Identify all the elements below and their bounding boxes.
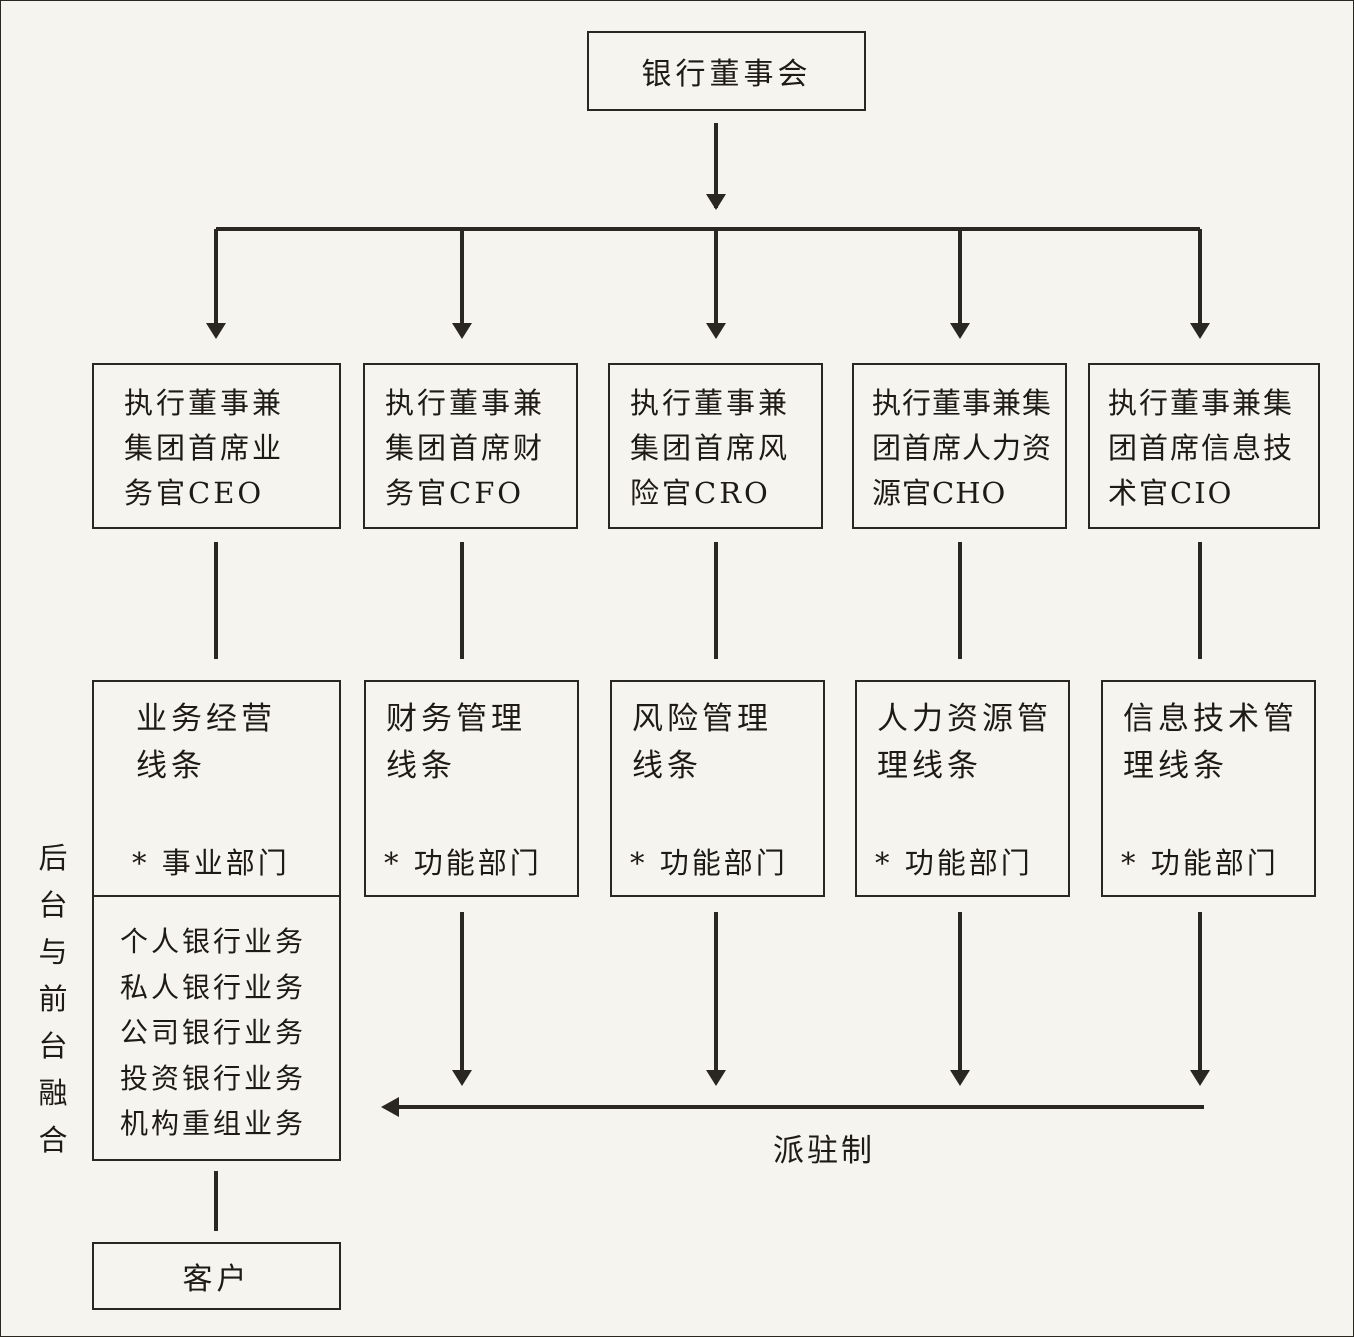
side-label-char: 与 <box>38 935 68 969</box>
exec-cio-line-2: 团首席信息技 <box>1108 431 1295 465</box>
exec-ceo-line-2: 集团首席业 <box>124 431 285 465</box>
risk-line-title-1: 风险管理 <box>632 701 772 737</box>
board-label: 银行董事会 <box>641 57 812 92</box>
it-line-dept: * 功能部门 <box>1121 846 1279 880</box>
business-line-title-2: 线条 <box>136 748 206 784</box>
exec-cfo-line-3: 务官CFO <box>385 476 525 510</box>
exec-ceo-line-1: 执行董事兼 <box>124 386 285 420</box>
arrowhead-cio <box>1190 323 1210 339</box>
side-label-char: 合 <box>38 1123 68 1157</box>
business-line-box: 业务经营 线条 * 事业部门 <box>92 680 341 897</box>
exec-cio-line-1: 执行董事兼集 <box>1108 386 1295 420</box>
finance-line-dept: * 功能部门 <box>384 846 542 880</box>
arrowhead-cho <box>950 323 970 339</box>
hr-line-box: 人力资源管 理线条 * 功能部门 <box>855 680 1070 897</box>
business-units-box: 个人银行业务 私人银行业务 公司银行业务 投资银行业务 机构重组业务 <box>92 895 341 1161</box>
exec-cho-line-1: 执行董事兼集 <box>872 386 1053 420</box>
hr-line-dept: * 功能部门 <box>875 846 1033 880</box>
risk-line-box: 风险管理 线条 * 功能部门 <box>610 680 825 897</box>
business-unit-private: 私人银行业务 <box>120 970 307 1004</box>
arrowhead-hr <box>950 1070 970 1086</box>
finance-line-title-1: 财务管理 <box>386 701 526 737</box>
side-label-char: 后 <box>38 841 68 875</box>
exec-cfo-line-2: 集团首席财 <box>385 431 546 465</box>
side-label-char: 融 <box>38 1076 68 1110</box>
customer-box: 客户 <box>92 1242 341 1310</box>
finance-line-title-2: 线条 <box>386 748 456 784</box>
it-line-title-1: 信息技术管 <box>1123 701 1298 737</box>
exec-cro-line-3: 险官CRO <box>630 476 771 510</box>
business-line-title-1: 业务经营 <box>136 701 276 737</box>
side-label-char: 前 <box>38 982 68 1016</box>
finance-line-box: 财务管理 线条 * 功能部门 <box>364 680 579 897</box>
business-line-dept: * 事业部门 <box>132 846 290 880</box>
arrowhead-cro <box>706 323 726 339</box>
risk-line-dept: * 功能部门 <box>630 846 788 880</box>
dispatch-label: 派驻制 <box>773 1133 875 1169</box>
exec-cio-line-3: 术官CIO <box>1108 476 1234 510</box>
it-line-title-2: 理线条 <box>1123 748 1228 784</box>
arrowhead-dispatch <box>381 1097 399 1117</box>
front-back-integration-label: 后 台 与 前 台 融 合 <box>35 835 71 1164</box>
hr-line-title-2: 理线条 <box>877 748 982 784</box>
exec-cio-box: 执行董事兼集 团首席信息技 术官CIO <box>1088 363 1320 529</box>
board-box: 银行董事会 <box>587 31 866 111</box>
risk-line-title-2: 线条 <box>632 748 702 784</box>
exec-cfo-box: 执行董事兼 集团首席财 务官CFO <box>363 363 578 529</box>
side-label-char: 台 <box>38 1029 68 1063</box>
exec-ceo-line-3: 务官CEO <box>124 476 265 510</box>
arrowhead-cfo <box>452 323 472 339</box>
exec-cro-box: 执行董事兼 集团首席风 险官CRO <box>608 363 823 529</box>
exec-ceo-box: 执行董事兼 集团首席业 务官CEO <box>92 363 341 529</box>
side-label-char: 台 <box>38 888 68 922</box>
exec-cho-box: 执行董事兼集 团首席人力资 源官CHO <box>852 363 1067 529</box>
business-unit-personal: 个人银行业务 <box>120 925 307 958</box>
exec-cfo-line-1: 执行董事兼 <box>385 386 546 420</box>
hr-line-title-1: 人力资源管 <box>877 701 1052 737</box>
business-unit-investment: 投资银行业务 <box>120 1061 307 1095</box>
arrowhead-risk <box>706 1070 726 1086</box>
business-unit-restructuring: 机构重组业务 <box>120 1107 307 1140</box>
board-down-arrowhead <box>706 194 726 210</box>
exec-cro-line-2: 集团首席风 <box>630 431 791 465</box>
it-line-box: 信息技术管 理线条 * 功能部门 <box>1101 680 1316 897</box>
exec-cho-line-2: 团首席人力资 <box>872 431 1053 465</box>
business-unit-corporate: 公司银行业务 <box>120 1016 307 1049</box>
customer-label: 客户 <box>182 1262 251 1297</box>
exec-cro-line-1: 执行董事兼 <box>630 386 791 420</box>
arrowhead-finance <box>452 1070 472 1086</box>
arrowhead-it <box>1190 1070 1210 1086</box>
arrowhead-ceo <box>206 323 226 339</box>
exec-cho-line-3: 源官CHO <box>872 476 1007 510</box>
